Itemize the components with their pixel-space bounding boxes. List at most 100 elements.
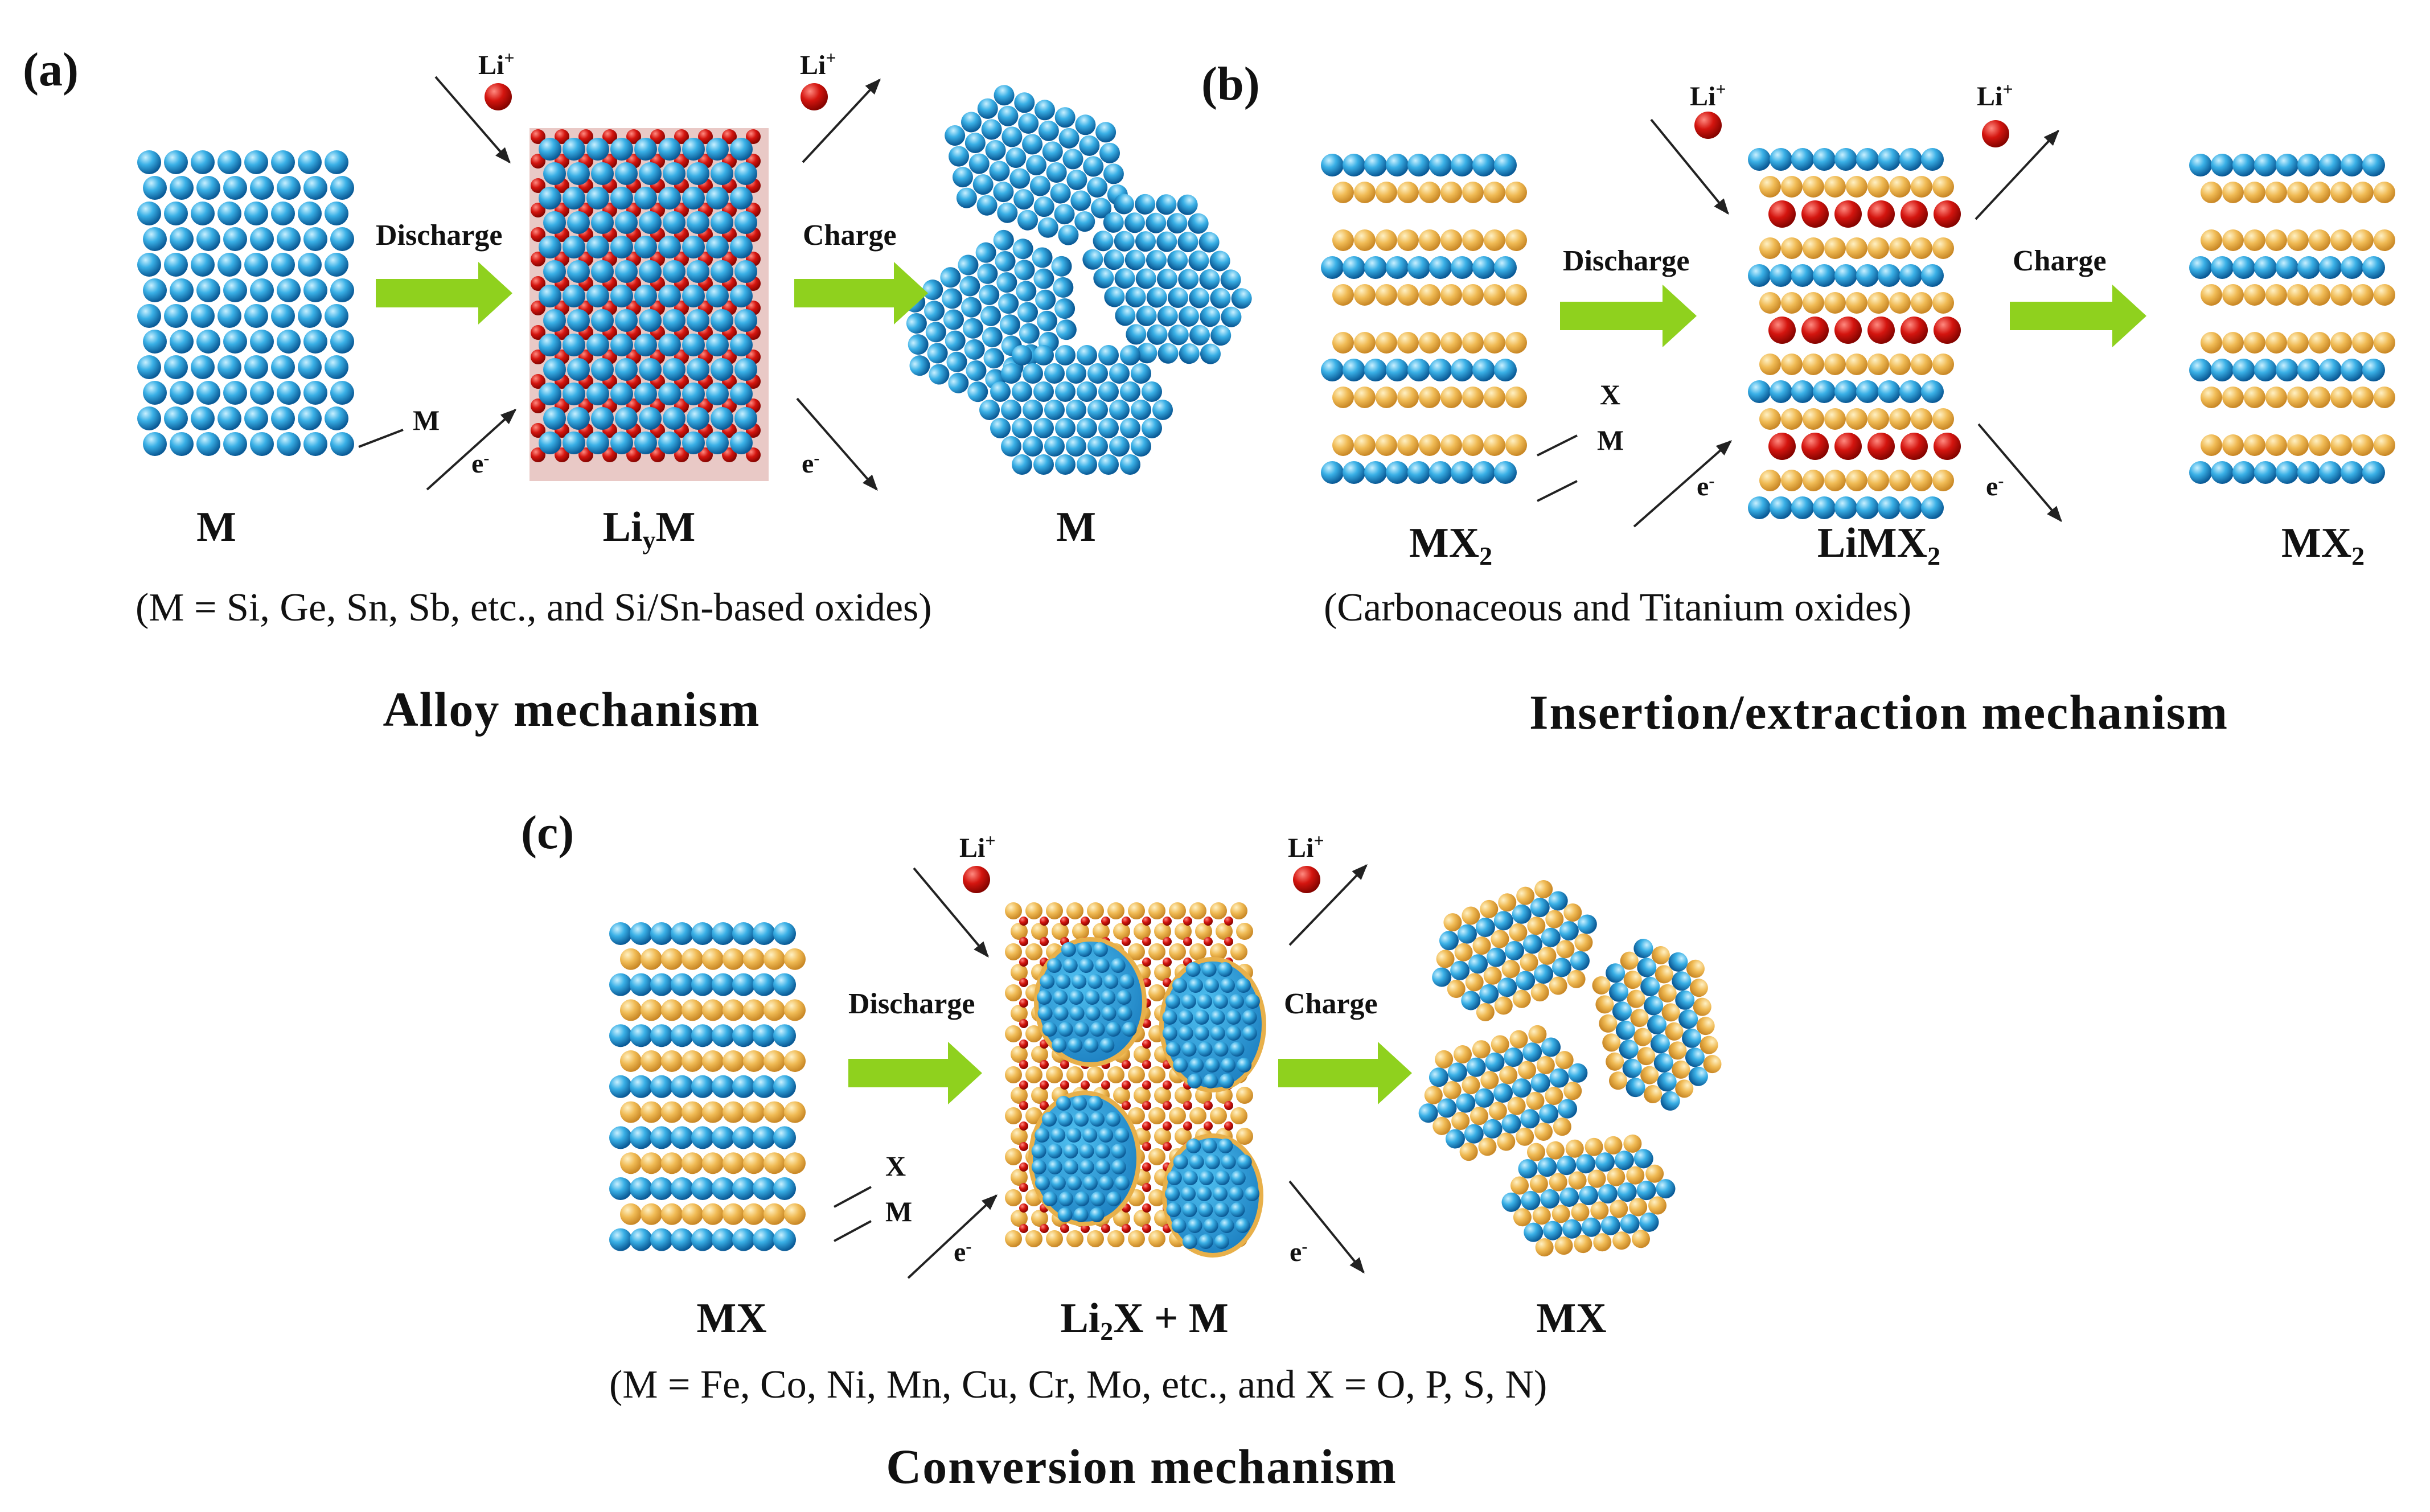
metal-atom bbox=[1001, 436, 1021, 457]
x-atom bbox=[1052, 923, 1069, 940]
metal-atom bbox=[244, 150, 268, 174]
x-atom bbox=[1911, 354, 1932, 375]
metal-atom bbox=[1559, 1187, 1579, 1207]
metal-atom bbox=[191, 253, 215, 277]
lithium-atom bbox=[1204, 1121, 1213, 1131]
metal-atom bbox=[1429, 359, 1452, 381]
x-atom bbox=[1595, 995, 1614, 1014]
svg-text:Li+: Li+ bbox=[1288, 830, 1324, 863]
x-atom bbox=[1911, 408, 1932, 430]
metal-atom bbox=[977, 263, 998, 284]
metal-atom bbox=[1856, 264, 1879, 287]
lithium-atom bbox=[1019, 1203, 1028, 1213]
b-layered-host-start bbox=[1321, 154, 1527, 484]
x-atom bbox=[2222, 332, 2244, 354]
metal-atom bbox=[217, 202, 241, 225]
x-atom bbox=[1507, 1096, 1526, 1115]
metal-atom bbox=[1637, 958, 1657, 977]
x-atom bbox=[1419, 284, 1440, 306]
x-atom bbox=[764, 948, 785, 970]
metal-atom bbox=[2362, 461, 2385, 484]
c-charge-arrow bbox=[1278, 1042, 1412, 1104]
x-atom bbox=[1189, 943, 1206, 960]
metal-atom bbox=[1230, 1170, 1246, 1185]
lithium-atom bbox=[1901, 433, 1928, 460]
metal-atom bbox=[983, 348, 1004, 369]
x-atom bbox=[1462, 906, 1480, 925]
metal-atom bbox=[1103, 249, 1124, 270]
x-atom bbox=[1534, 1122, 1553, 1141]
svg-text:Li2X + M: Li2X + M bbox=[1060, 1295, 1228, 1346]
x-atom bbox=[1462, 284, 1484, 306]
metal-atom bbox=[1653, 1053, 1673, 1073]
svg-text:MX2: MX2 bbox=[1409, 520, 1492, 570]
metal-atom bbox=[591, 358, 614, 381]
metal-atom bbox=[2232, 154, 2255, 176]
metal-atom bbox=[1023, 363, 1043, 384]
lithium-atom bbox=[1019, 917, 1028, 926]
metal-atom bbox=[1521, 1190, 1541, 1210]
metal-atom bbox=[1055, 345, 1076, 365]
lithium-atom bbox=[1142, 958, 1151, 967]
metal-atom bbox=[658, 432, 681, 454]
x-atom bbox=[1107, 902, 1124, 919]
metal-atom bbox=[1162, 1010, 1177, 1025]
metal-atom bbox=[2254, 461, 2277, 484]
lithium-atom bbox=[1019, 999, 1028, 1008]
x-atom bbox=[702, 1152, 724, 1174]
svg-text:MX2: MX2 bbox=[2281, 520, 2365, 570]
x-atom bbox=[1175, 1128, 1192, 1145]
metal-atom bbox=[1177, 194, 1198, 215]
x-atom bbox=[764, 1101, 785, 1123]
x-atom bbox=[661, 1101, 683, 1123]
metal-atom bbox=[1013, 189, 1035, 210]
metal-atom bbox=[1087, 400, 1108, 420]
metal-atom bbox=[1199, 269, 1220, 290]
metal-atom bbox=[658, 334, 681, 356]
metal-atom bbox=[1570, 951, 1590, 971]
metal-atom bbox=[1450, 960, 1470, 980]
svg-text:e-: e- bbox=[802, 449, 819, 479]
x-atom bbox=[1332, 229, 1354, 251]
svg-text:LiyM: LiyM bbox=[603, 504, 696, 554]
x-atom bbox=[1499, 1066, 1518, 1084]
metal-atom bbox=[1501, 1192, 1521, 1212]
metal-atom bbox=[1878, 380, 1901, 403]
metal-atom bbox=[753, 1126, 775, 1149]
lithium-atom bbox=[555, 447, 569, 462]
metal-atom bbox=[271, 304, 295, 328]
metal-atom bbox=[143, 176, 167, 200]
lithium-atom bbox=[602, 447, 617, 462]
x-atom bbox=[1696, 1017, 1715, 1036]
metal-atom bbox=[1012, 345, 1032, 365]
x-atom bbox=[1462, 387, 1484, 408]
lithium-atom bbox=[1122, 937, 1131, 946]
metal-atom bbox=[1066, 1128, 1082, 1143]
metal-atom bbox=[298, 150, 322, 174]
x-atom bbox=[1867, 292, 1889, 314]
c-li-out-arrow bbox=[1288, 864, 1368, 946]
metal-atom bbox=[1209, 250, 1230, 272]
metal-atom bbox=[223, 278, 247, 302]
metal-atom bbox=[1012, 418, 1032, 438]
x-atom bbox=[1440, 387, 1462, 408]
lithium-atom bbox=[531, 301, 545, 315]
x-atom bbox=[1011, 1128, 1028, 1145]
panel-a-tag: (a) bbox=[23, 43, 79, 96]
metal-atom bbox=[687, 309, 709, 332]
metal-atom bbox=[1058, 1112, 1073, 1127]
b-e-left-sup: - bbox=[1709, 471, 1714, 490]
metal-atom bbox=[539, 432, 561, 454]
metal-atom bbox=[711, 211, 733, 234]
metal-atom bbox=[1106, 1191, 1122, 1206]
metal-atom bbox=[325, 202, 348, 225]
metal-atom bbox=[1069, 990, 1084, 1005]
metal-atom bbox=[634, 285, 657, 307]
metal-atom bbox=[2276, 154, 2298, 176]
metal-atom bbox=[1579, 1186, 1598, 1205]
metal-atom bbox=[1656, 1179, 1676, 1199]
metal-atom bbox=[1242, 1026, 1257, 1041]
metal-atom bbox=[1600, 1215, 1620, 1235]
metal-atom bbox=[997, 202, 1018, 223]
a-state-mid-main: Li bbox=[603, 504, 643, 550]
